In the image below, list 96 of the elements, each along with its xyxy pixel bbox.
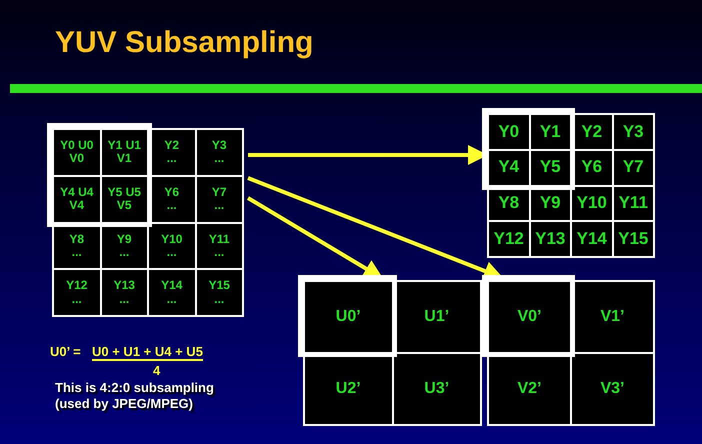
cell-text: U1’ — [424, 308, 450, 326]
cell-text: Y2 — [164, 139, 180, 152]
cell-text: Y8 — [498, 194, 520, 213]
cell-text: ... — [119, 292, 130, 306]
grid-cell — [305, 354, 392, 424]
formula-text: U0’ = — [50, 344, 81, 359]
cell-text: Y1 U1 V1 — [106, 139, 142, 166]
grid-cell — [489, 115, 528, 149]
grid-cell — [54, 270, 100, 315]
grid-cell — [489, 282, 570, 352]
grid-cell — [394, 354, 480, 424]
cell-text: Y2 — [581, 122, 602, 142]
cell-text: Y1 — [540, 122, 561, 142]
cell-text: Y15 — [208, 279, 230, 293]
grid-cell — [102, 270, 147, 315]
cell-text: Y6 — [581, 158, 602, 177]
grid-cell — [530, 150, 570, 184]
grid-cell — [572, 282, 653, 352]
grid-cell — [54, 176, 100, 222]
grid-cell — [572, 150, 612, 184]
grid-cell — [614, 150, 653, 184]
grid-cell — [530, 115, 570, 149]
cell-text: V3’ — [600, 380, 624, 398]
grid-cell — [572, 222, 612, 256]
cell-grid — [303, 280, 482, 426]
cell-text: U0’ — [336, 308, 361, 326]
cell-text: U2’ — [336, 380, 361, 398]
cell-text: Y10 — [576, 194, 607, 213]
grid-cell — [572, 115, 612, 149]
cell-text: Y5 — [540, 158, 561, 177]
cell-text: Y14 — [576, 230, 607, 248]
cell-text: ... — [166, 199, 177, 212]
grid-cell — [530, 222, 570, 256]
grid-cell — [149, 270, 194, 315]
grid-cell — [196, 224, 242, 268]
cell-text: Y8 — [69, 232, 84, 246]
grid-cell — [489, 222, 528, 256]
cell-text: V0’ — [517, 308, 542, 326]
grid-cell — [196, 270, 242, 315]
grid-cell — [489, 150, 528, 184]
cell-text: V1’ — [600, 308, 624, 326]
cell-text: ... — [166, 246, 177, 260]
formula-numerator: U0 + U1 + U4 + U5 — [92, 344, 203, 361]
cell-text: Y4 U4 V4 — [59, 186, 94, 212]
slide-title: YUV Subsampling — [55, 26, 314, 60]
cell-grid — [487, 280, 655, 426]
grid-cell — [196, 176, 242, 222]
cell-text: Y0 — [498, 122, 520, 142]
cell-text: U3’ — [424, 380, 450, 398]
grid-cell — [149, 176, 194, 222]
note-text: This is 4:2:0 subsampling (used by JPEG/MPEG) — [55, 380, 215, 412]
grid-cell — [102, 176, 147, 222]
cell-text: Y4 — [498, 158, 520, 177]
grid-cell — [149, 224, 194, 268]
grid-cell — [614, 115, 653, 149]
grid-cell — [572, 186, 612, 220]
cell-text: Y0 U0 V0 — [59, 139, 94, 166]
cell-text: Y9 — [540, 194, 561, 213]
grid-cell — [305, 282, 392, 352]
grid-cell — [102, 130, 147, 175]
cell-text: Y15 — [618, 230, 648, 248]
cell-text: Y5 U5 V5 — [106, 186, 142, 212]
cell-text: Y11 — [618, 194, 648, 213]
grid-cell — [489, 354, 570, 424]
cell-text: ... — [119, 246, 130, 260]
cell-text: Y10 — [161, 232, 182, 246]
cell-text: V2’ — [517, 380, 542, 398]
cell-text: ... — [214, 292, 224, 306]
cell-text: Y7 — [622, 158, 644, 177]
cell-text: Y12 — [66, 279, 88, 293]
grid-cell — [196, 130, 242, 175]
cell-text: ... — [166, 152, 177, 166]
cell-text: Y11 — [208, 232, 230, 246]
cell-text: ... — [72, 246, 82, 260]
grid-cell — [149, 130, 194, 175]
cell-text: Y13 — [114, 279, 135, 293]
cell-text: Y13 — [535, 230, 566, 248]
cell-text: Y3 — [622, 122, 644, 142]
grid-cell — [614, 222, 653, 256]
cell-text: Y6 — [164, 186, 180, 200]
cell-text: ... — [214, 199, 224, 212]
cell-text: ... — [72, 292, 82, 306]
cell-text: ... — [214, 152, 224, 166]
grid-cell — [54, 130, 100, 175]
cell-text: Y9 — [116, 232, 132, 246]
formula-denominator: 4 — [153, 363, 160, 378]
cell-grid — [487, 113, 655, 258]
cell-text: ... — [166, 292, 177, 306]
cell-text: Y7 — [212, 186, 227, 200]
cell-text: Y12 — [494, 230, 524, 248]
grid-cell — [572, 354, 653, 424]
cell-text: Y14 — [161, 279, 182, 293]
cell-grid — [52, 128, 244, 317]
cell-text: Y3 — [212, 139, 227, 152]
grid-cell — [614, 186, 653, 220]
cell-text: ... — [214, 246, 224, 260]
